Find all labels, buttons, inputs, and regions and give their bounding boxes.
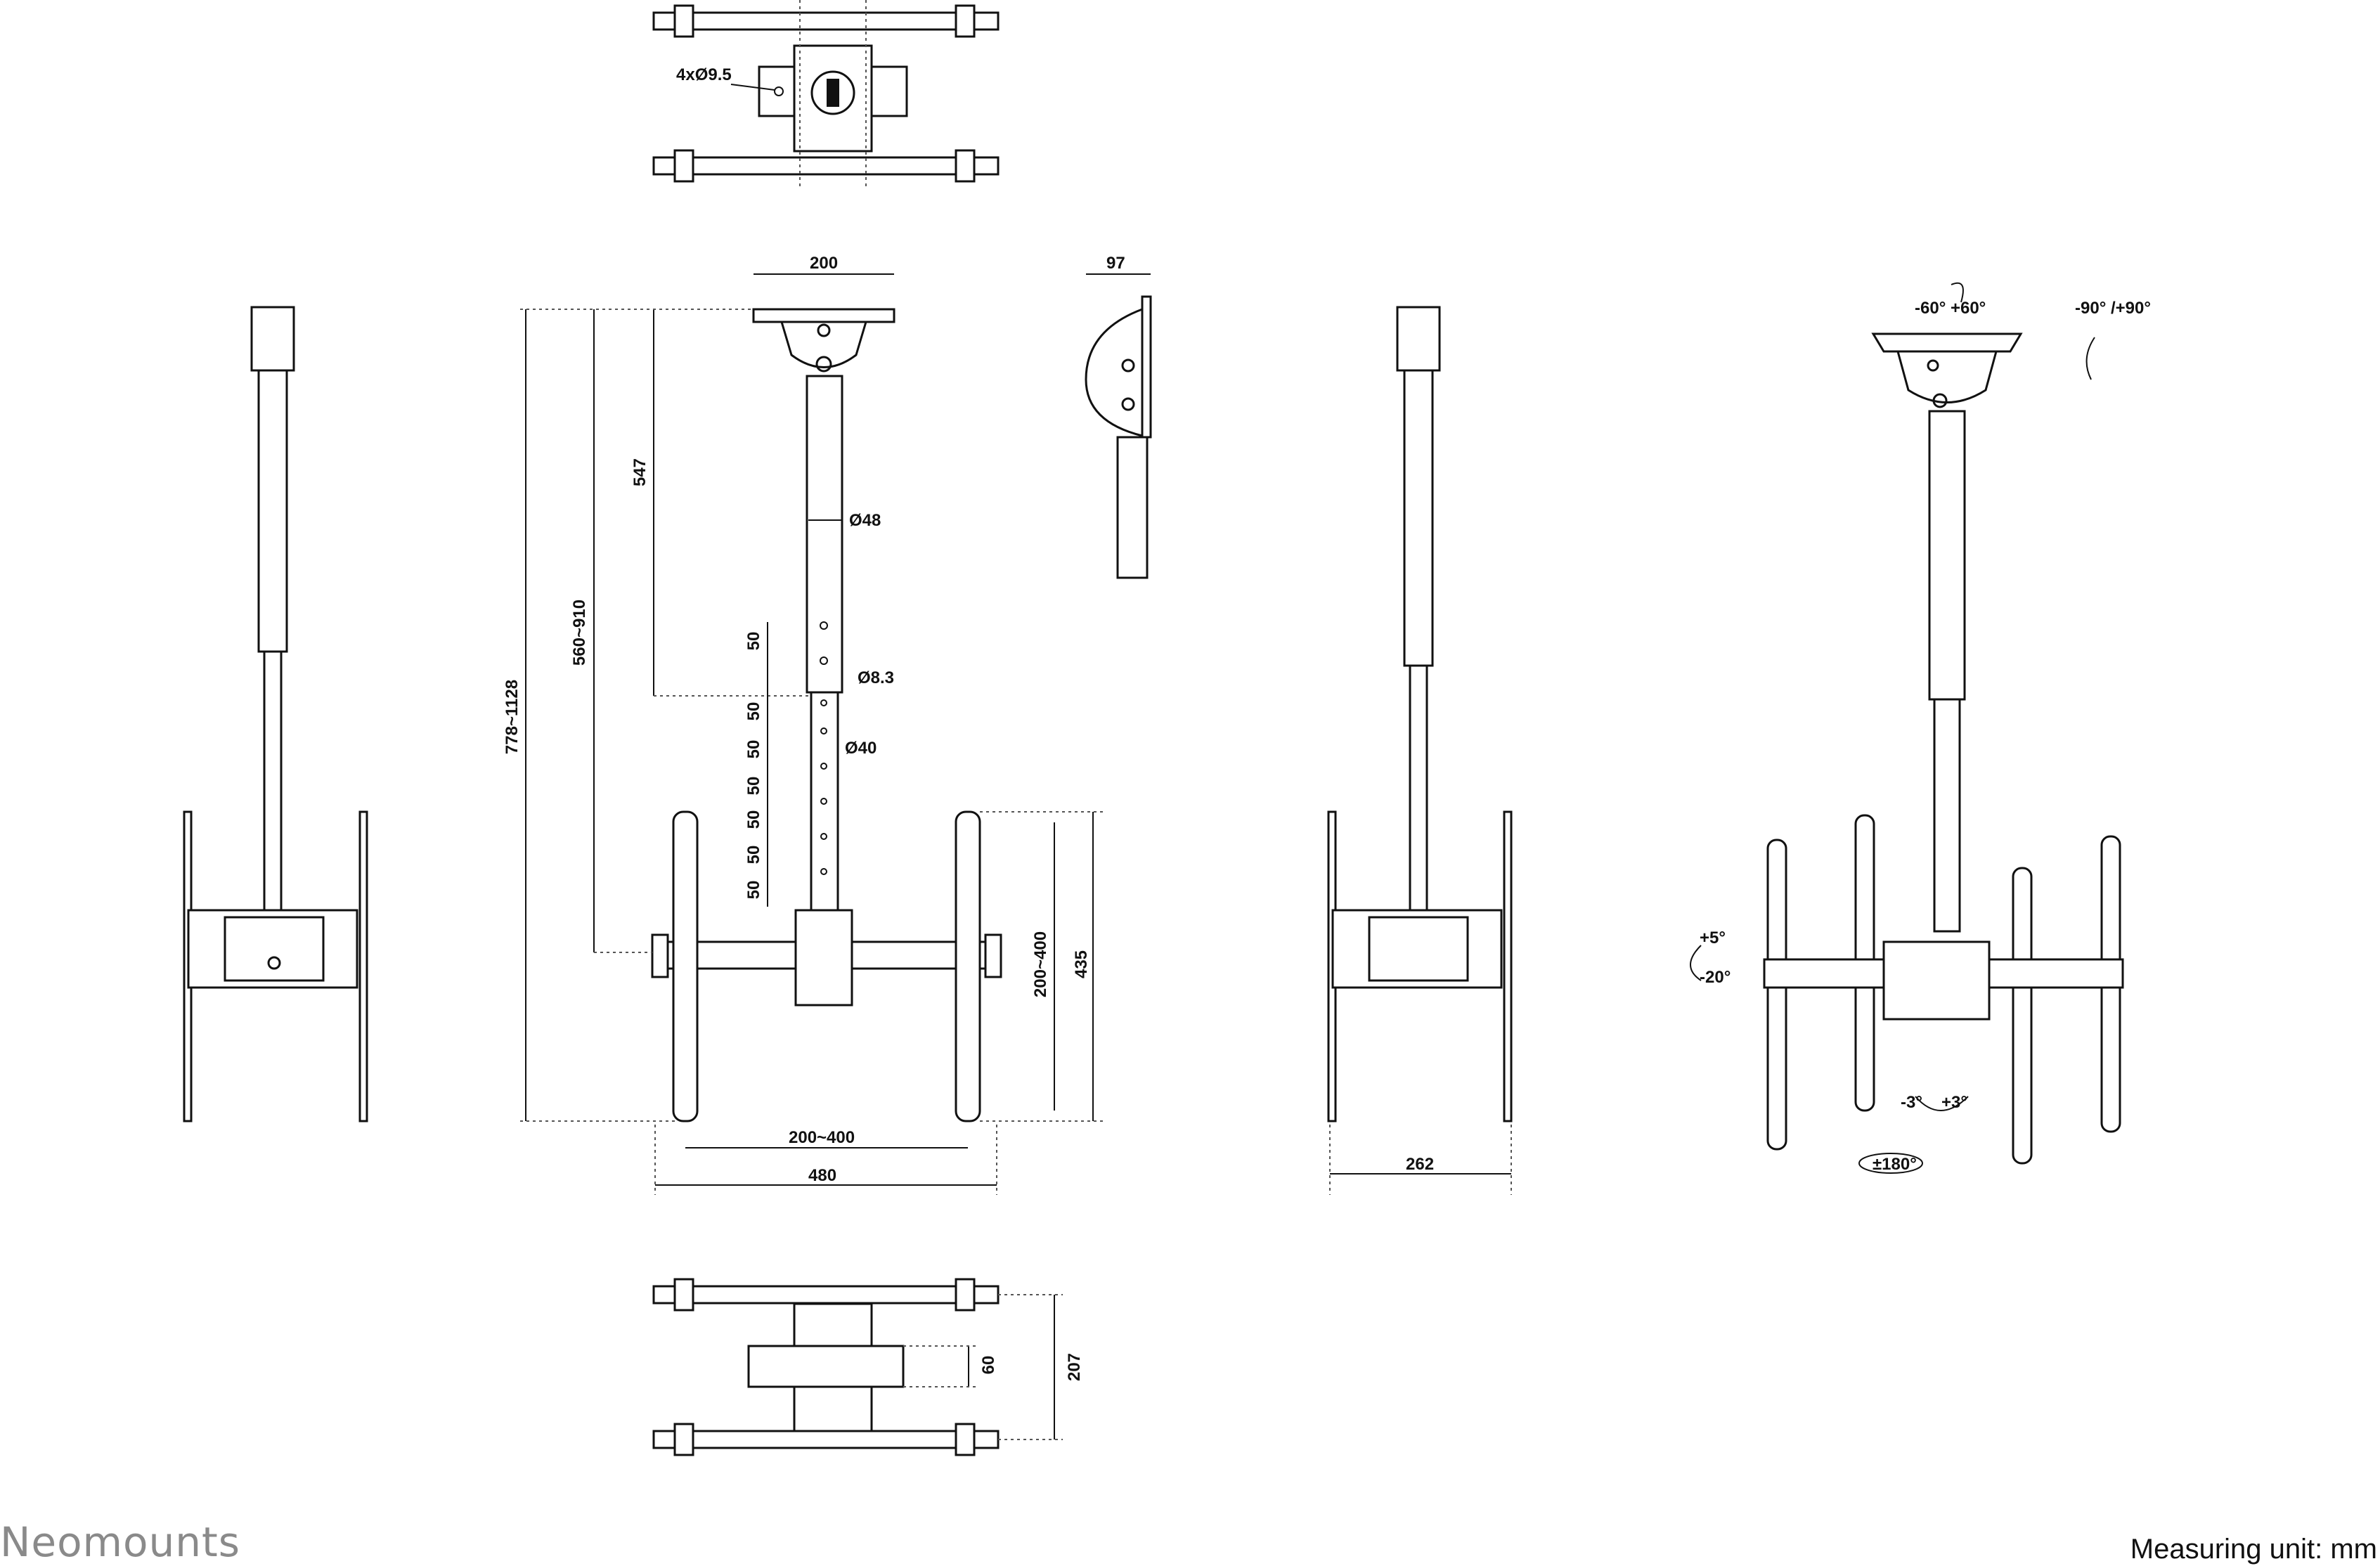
hole-spec-label: 4xØ9.5 (676, 65, 732, 84)
step-label-3: 50 (744, 740, 763, 759)
step-label-2: 50 (744, 702, 763, 721)
brand-logo: Neomounts (0, 1518, 241, 1566)
swivel-label: ±180° (1873, 1155, 1917, 1174)
height-range-label: 560~910 (570, 600, 589, 666)
bottom-60-label: 60 (979, 1356, 998, 1375)
plate-width-label: 200 (810, 254, 838, 273)
tilt-down-label: -20° (1700, 968, 1731, 987)
plate-depth-label: 97 (1106, 254, 1125, 273)
inner-pole-dia-label: Ø40 (845, 739, 877, 758)
step-label-1: 50 (744, 632, 763, 651)
side-rotation-label: -90° /+90° (2075, 299, 2151, 318)
bottom-207-label: 207 (1065, 1353, 1084, 1381)
step-label-5: 50 (744, 810, 763, 829)
step-label-6: 50 (744, 846, 763, 865)
height-upper-label: 547 (630, 458, 649, 486)
pole-dia-label: Ø48 (849, 511, 881, 530)
side-depth-label: 262 (1406, 1155, 1434, 1174)
bracket-height-label: 435 (1072, 950, 1091, 978)
height-total-label: 778~1128 (503, 680, 522, 754)
hole-dia-label: Ø8.3 (858, 668, 894, 687)
vesa-height-label: 200~400 (1031, 931, 1050, 997)
width-total-label: 480 (808, 1166, 836, 1185)
top-view (652, 0, 1000, 190)
step-label-7: 50 (744, 881, 763, 900)
bottom-view (652, 1278, 1063, 1456)
level-minus-label: -3° (1901, 1093, 1922, 1112)
perspective-view (1690, 282, 2124, 1174)
level-plus-label: +3° (1941, 1093, 1967, 1112)
side-detail (1085, 273, 1152, 579)
tilt-up-label: +5° (1700, 928, 1726, 947)
step-label-4: 50 (744, 777, 763, 796)
measuring-unit-note: Measuring unit: mm (2130, 1534, 2377, 1565)
vesa-width-label: 200~400 (789, 1128, 855, 1147)
side-view (1327, 306, 1513, 1195)
front-view-main (520, 273, 1104, 1195)
ceiling-rotation-label: -60° +60° (1915, 299, 1986, 318)
front-view-left (183, 306, 368, 1122)
